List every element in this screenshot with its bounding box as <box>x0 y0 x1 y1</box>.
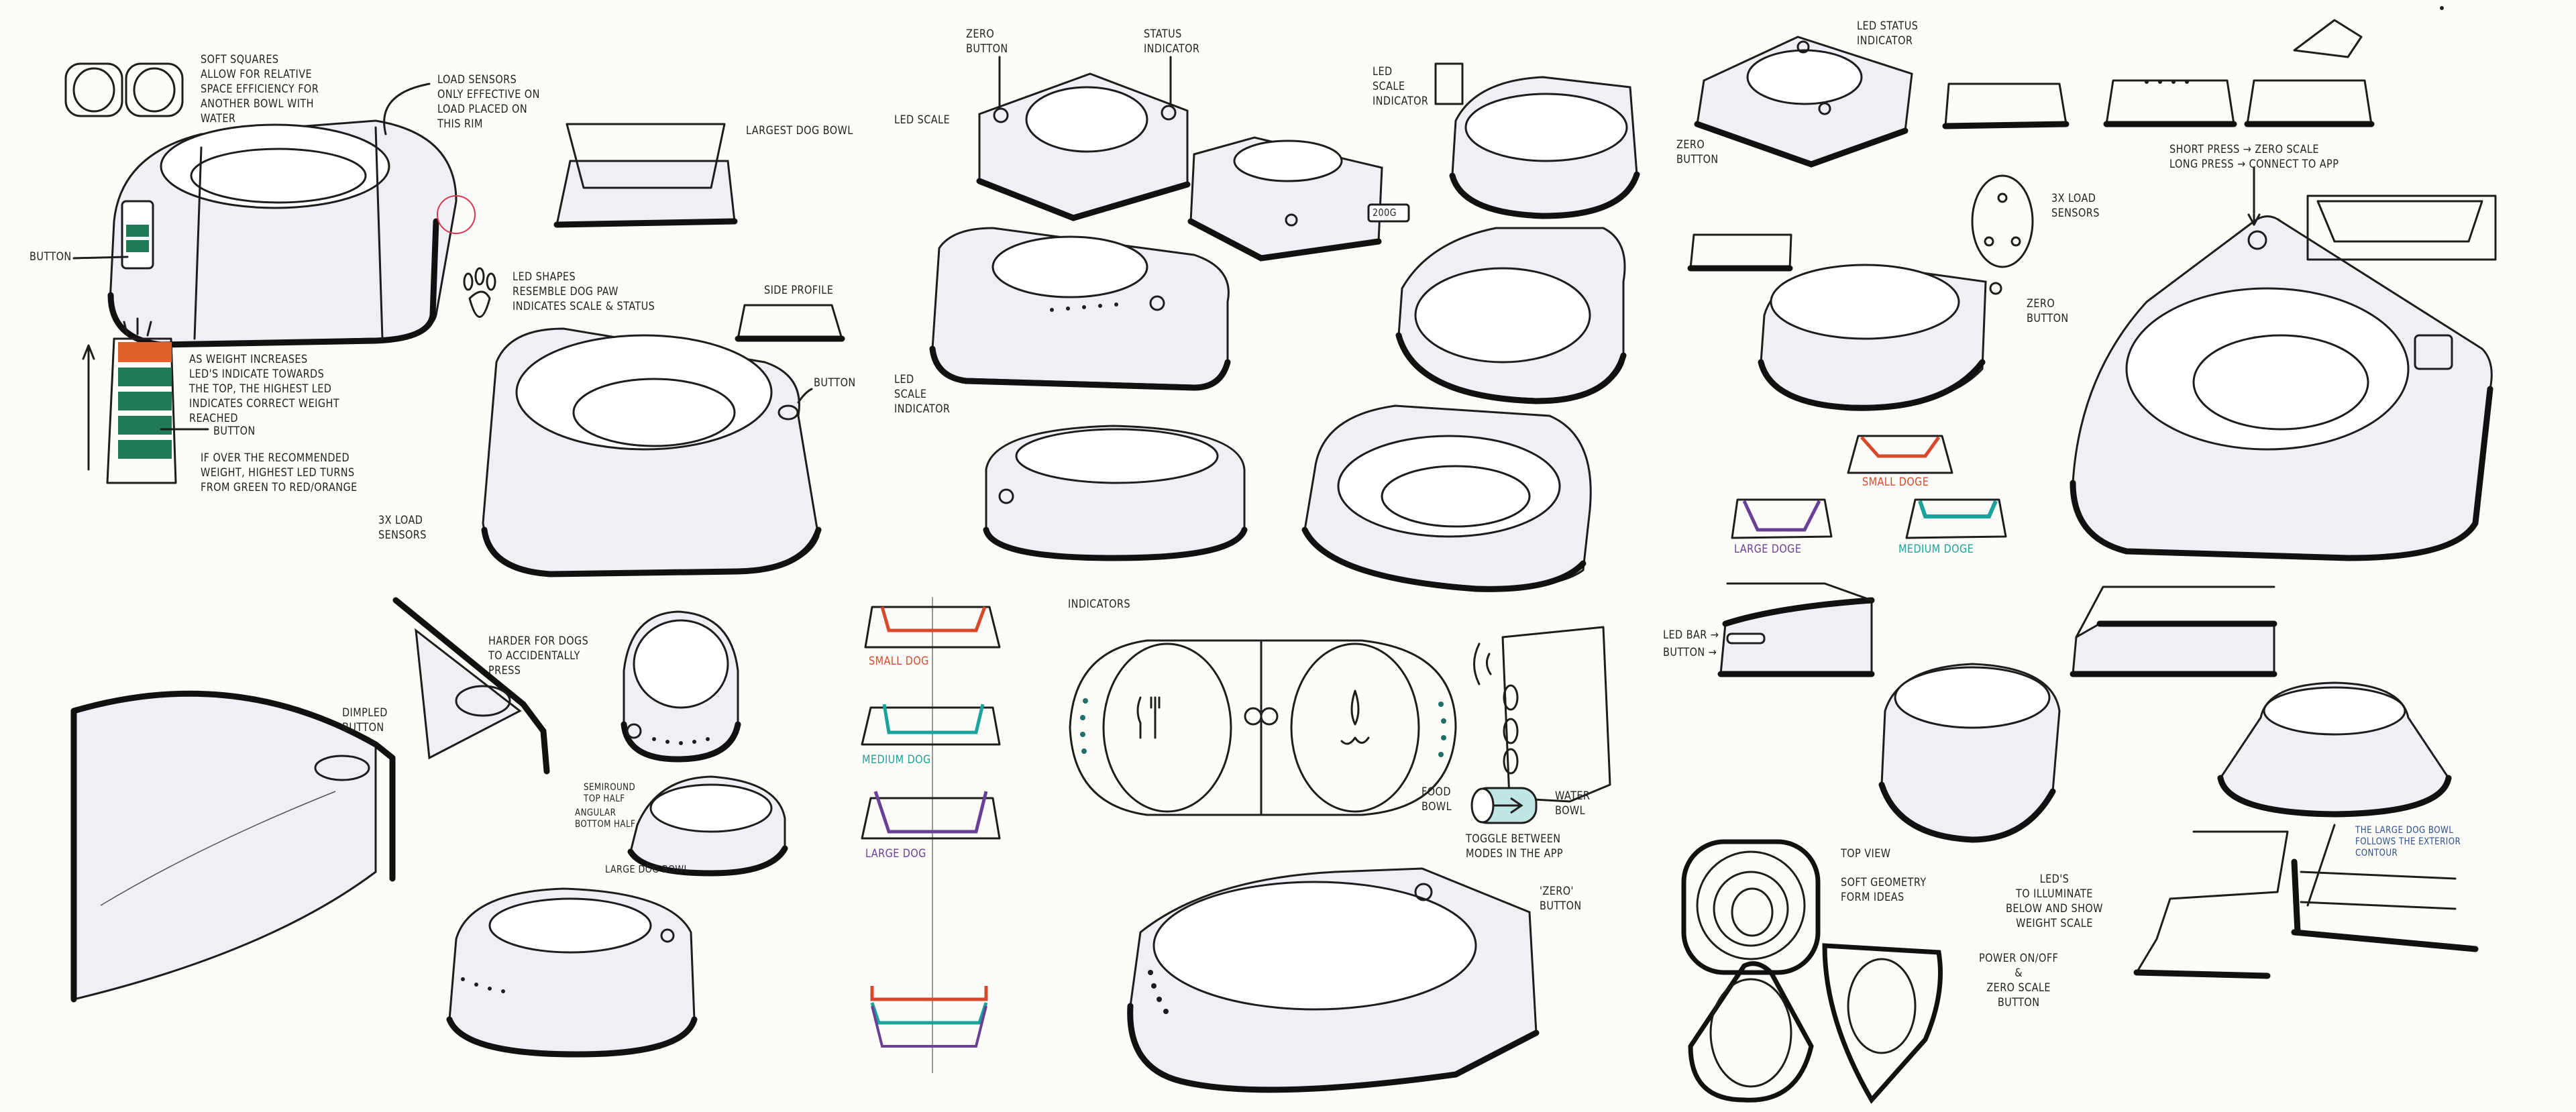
bowl-insert-profile-sketch <box>2306 194 2497 261</box>
toggle-switch-icon <box>1470 787 1538 824</box>
note-led-bar: LED bar → <box>1663 628 1719 642</box>
small-dog-profile <box>864 606 1001 649</box>
note-zero-quote-button: 'Zero'button <box>1540 885 1582 913</box>
note-3x-load-sensors-left: 3x loadsensors <box>378 514 427 542</box>
round-bowl-button-sketch <box>983 425 1248 561</box>
note-press-modes: Short press → zero scaleLong press → con… <box>2169 143 2339 171</box>
note-led-scale-indicator-bottom: LEDscaleindicator <box>894 373 951 416</box>
stacked-contour-profile-sketch <box>2133 824 2479 979</box>
side-profiles-row-sketch <box>1942 19 2375 129</box>
note-large-dog-bowl: Large dog bowl <box>605 863 689 875</box>
note-3x-load-sensors-right: 3x loadsensors <box>2051 192 2100 220</box>
dimpled-button-bowl-closeup <box>70 690 396 1003</box>
label-small-dog: Small dog <box>869 655 929 668</box>
note-led-shapes: LED shapesresemble dog pawindicates scal… <box>513 270 655 313</box>
flared-bowl-sketch <box>2217 681 2452 818</box>
note-button-bar: Button → <box>1663 646 1717 659</box>
note-power-button: Power on/off&zero scalebutton <box>1979 952 2059 1009</box>
phone-app-sketch <box>1473 626 1611 803</box>
top-view-shapes-sketch <box>1681 839 1943 1104</box>
note-status-indicator: Statusindicator <box>1144 27 1200 56</box>
semiround-bowl-sketch <box>627 775 788 877</box>
note-zero-button-right2: Zerobutton <box>2027 297 2069 325</box>
led-row-bowl-sketch <box>929 227 1231 391</box>
note-load-sensors: Load sensorsonly effective onload placed… <box>437 73 540 131</box>
note-indicators: Indicators <box>1068 598 1130 611</box>
small-doge-profile <box>1847 435 1953 474</box>
label-medium-dog: Medium dog <box>862 753 931 767</box>
note-soft-squares: Soft squaresallow for relativespace effi… <box>201 53 319 125</box>
note-largest-dog-bowl: Largest dog bowl <box>746 124 853 137</box>
load-sensor-base-sketch <box>1971 174 2034 268</box>
note-toggle-modes: Toggle betweenmodes in the app <box>1466 832 1564 860</box>
note-harder-to-press: Harder for dogsto accidentallypress <box>488 634 589 677</box>
note-button-left: Button <box>30 250 72 264</box>
note-led-scale: LED scale <box>894 113 951 127</box>
note-weight-increase: As weight increasesLED's indicate toward… <box>189 353 339 425</box>
oval-tilted-bowl-sketch <box>1301 404 1592 592</box>
large-dog-bowl-led-sketch <box>446 887 698 1058</box>
note-zero-button-right: Zerobutton <box>1676 138 1719 166</box>
led-strip-bowl-sketch <box>72 82 476 348</box>
largest-dog-bowl-profile-sketch <box>553 123 738 228</box>
paw-led-bowl-sketch <box>463 267 822 577</box>
ink-dot <box>2440 6 2444 10</box>
square-bowl-led-status-sketch <box>1694 36 1913 168</box>
note-dimpled-button: Dimpledbutton <box>342 706 388 734</box>
soft-square-bowls-sketch <box>64 62 184 117</box>
side-profile-sketch <box>735 304 845 342</box>
large-doge-profile <box>1731 498 1833 539</box>
label-food-bowl: Foodbowl <box>1421 785 1452 814</box>
round-bowl-mid-right-sketch <box>1878 663 2061 843</box>
round-bowl-led-dots-sketch <box>621 610 741 763</box>
stepped-block-sketch <box>2070 586 2277 677</box>
medium-doge-profile <box>1905 498 2007 539</box>
angled-bowl-sketch <box>1395 227 1627 404</box>
large-dog-profile <box>861 791 1001 840</box>
note-side-profile: Side profile <box>764 284 834 297</box>
note-large-bowl-contour: The large dog bowlfollows the exteriorco… <box>2355 825 2461 858</box>
corner-button-closeup <box>392 597 550 775</box>
note-semiround: Semiroundtop half <box>584 782 636 804</box>
medium-dog-profile <box>861 704 1001 746</box>
display-scale-bowl-sketch <box>1187 136 1410 262</box>
note-leds-illuminate: LED'sto illuminatebelow and showweight s… <box>2006 873 2103 930</box>
note-over-weight: If over the recommendedweight, highest L… <box>201 451 358 494</box>
led-weight-column-sketch <box>82 317 209 484</box>
note-zero-button-top: Zerobutton <box>966 27 1008 56</box>
flat-base-sketch <box>1687 233 1793 272</box>
bowl-zero-button-sketch <box>1758 264 2002 411</box>
round-cup-bowl-sketch <box>1434 62 1640 219</box>
large-bowl-zero-button-sketch <box>1127 867 1540 1093</box>
note-button-right: Button <box>814 376 856 390</box>
square-bowl-zero-status-sketch <box>976 56 1191 221</box>
food-water-double-bowl-top-view <box>1069 639 1457 816</box>
note-soft-geometry: Soft geometryform ideas <box>1841 876 1927 904</box>
triangular-large-bowl-sketch <box>2070 166 2493 561</box>
note-led-status-indicator: LED statusindicator <box>1857 19 1919 48</box>
note-top-view: Top view <box>1841 847 1891 860</box>
label-water-bowl: Waterbowl <box>1555 789 1591 818</box>
scale-display-reading: 200g <box>1373 207 1397 219</box>
led-bar-block-sketch <box>1717 582 1875 677</box>
note-angular: Angularbottom half <box>575 808 636 830</box>
note-led-scale-indicator-top: LEDscaleindicator <box>1373 65 1429 108</box>
combined-dog-profile <box>870 986 988 1048</box>
note-button-mid: Button <box>213 425 256 438</box>
label-small-doge: Small doge <box>1862 476 1929 489</box>
label-medium-doge: Medium doge <box>1898 543 1974 556</box>
label-large-doge: Large doge <box>1734 543 1802 556</box>
label-large-dog: Large dog <box>865 847 926 860</box>
